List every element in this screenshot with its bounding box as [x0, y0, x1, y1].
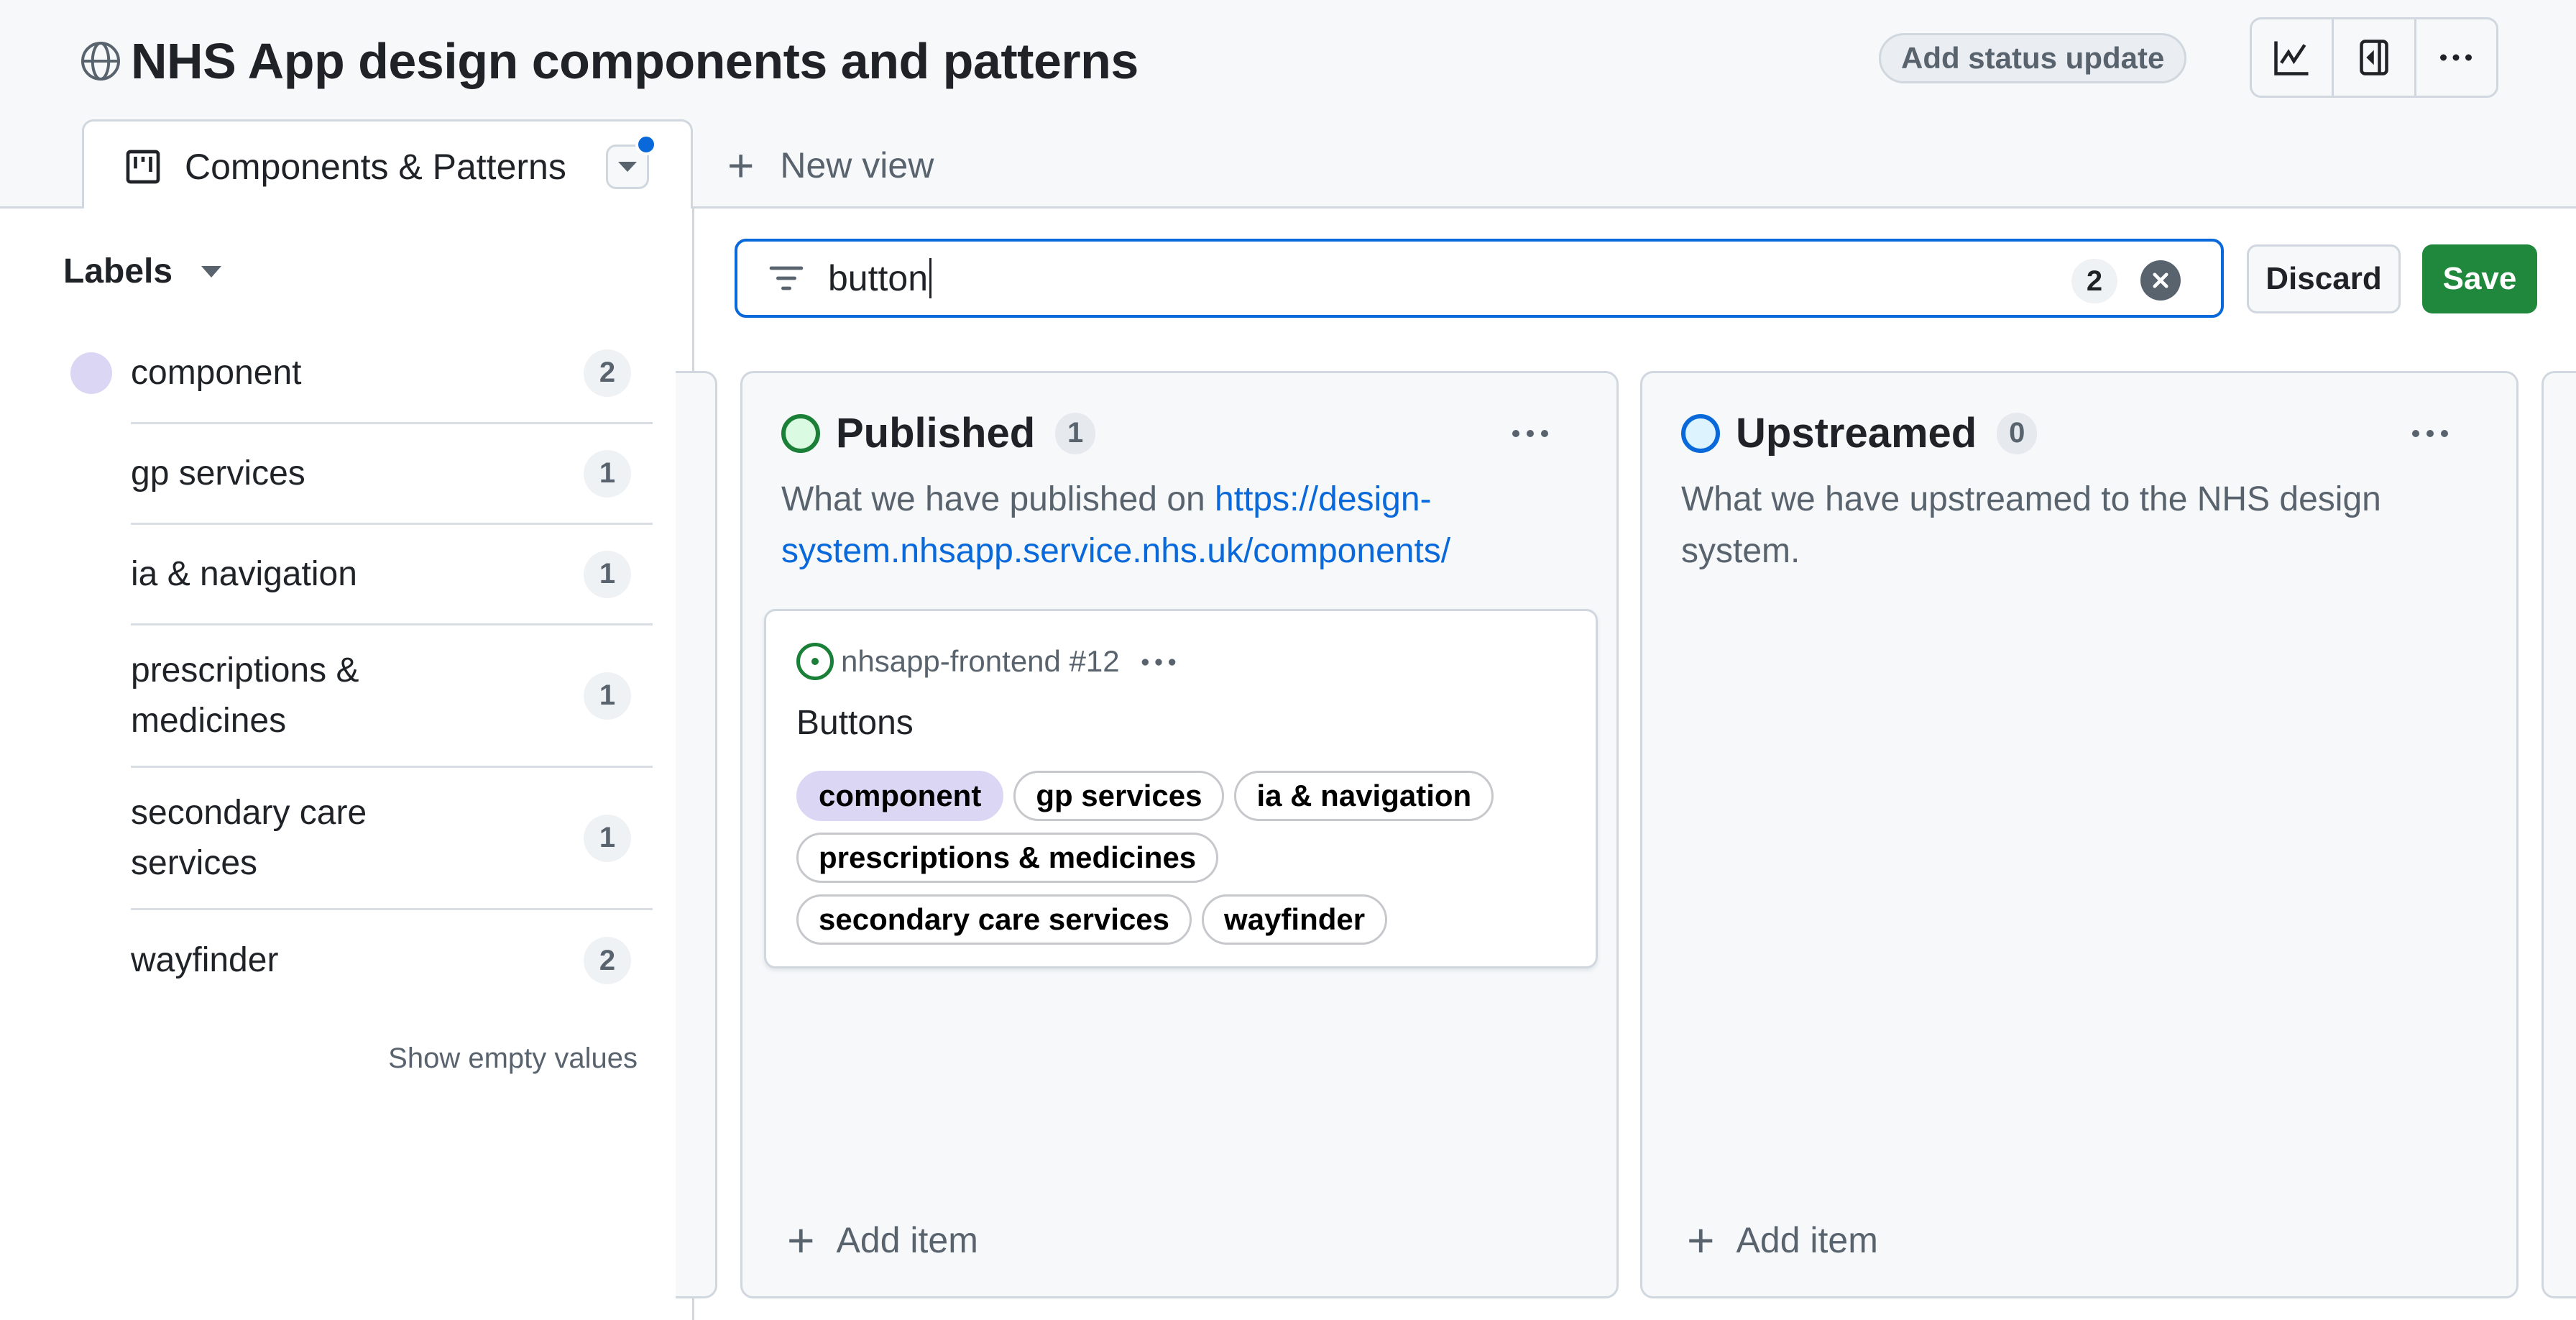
tab-components-patterns[interactable]: Components & Patterns: [82, 119, 693, 211]
label-color-swatch: [70, 352, 112, 394]
header-icon-buttons: [2250, 17, 2498, 98]
plus-icon: +: [787, 1214, 815, 1267]
triangle-down-icon: [201, 265, 222, 278]
sidebar-item-prescriptions-medicines[interactable]: prescriptions & medicines 1: [131, 625, 653, 768]
label-count: 2: [584, 937, 631, 984]
more-options-button[interactable]: [2416, 19, 2496, 96]
slice-by-sidebar: Labels component 2 gp services 1 ia & na…: [0, 208, 694, 1320]
column-description: What we have upstreamed to the NHS desig…: [1681, 480, 2381, 570]
label-count: 1: [584, 550, 631, 598]
board-column-upstreamed: Upstreamed 0 What we have upstreamed to …: [1640, 371, 2518, 1298]
tab-label: Components & Patterns: [185, 146, 566, 187]
sidebar-item-gp-services[interactable]: gp services 1: [131, 424, 653, 525]
filter-input[interactable]: button 2: [735, 239, 2224, 318]
project-board-icon: [126, 150, 160, 183]
label-name: ia & navigation: [131, 554, 357, 593]
description-text: What we have published on: [781, 480, 1215, 518]
label-list: component 2 gp services 1 ia & navigatio…: [70, 324, 653, 1011]
column-header: Published 1: [781, 409, 1096, 457]
add-item-button[interactable]: + Add item: [787, 1213, 978, 1268]
new-view-button[interactable]: + New view: [727, 137, 934, 194]
issue-labels: component gp services ia & navigation pr…: [796, 771, 1573, 945]
kebab-horizontal-icon: [1512, 430, 1548, 437]
kebab-horizontal-icon: [2440, 54, 2472, 61]
project-header: NHS App design components and patterns A…: [0, 0, 2576, 211]
label-count: 2: [584, 349, 631, 397]
label-name: component: [131, 353, 302, 392]
add-status-update-button[interactable]: Add status update: [1879, 33, 2187, 83]
card-meta: nhsapp-frontend #12: [796, 643, 1179, 680]
filter-match-count: 2: [2071, 259, 2117, 303]
add-item-label: Add item: [836, 1220, 978, 1260]
card-menu-button[interactable]: [1138, 646, 1179, 678]
label-count: 1: [584, 814, 631, 862]
project-title: NHS App design components and patterns: [131, 33, 1138, 89]
sidebar-item-ia-navigation[interactable]: ia & navigation 1: [131, 525, 653, 625]
add-item-button[interactable]: + Add item: [1687, 1213, 1878, 1268]
slice-field-label: Labels: [63, 252, 173, 290]
label-count: 1: [584, 449, 631, 498]
published-url-link[interactable]: https://design-system.nhsapp.service.nhs…: [781, 480, 1451, 570]
label-chip-gp-services[interactable]: gp services: [1013, 771, 1225, 821]
x-icon: [2153, 272, 2168, 288]
triangle-down-icon: [618, 162, 637, 172]
issue-reference[interactable]: nhsapp-frontend #12: [841, 644, 1120, 678]
view-options-dropdown[interactable]: [606, 134, 657, 189]
label-chip-secondary-care-services[interactable]: secondary care services: [796, 894, 1192, 945]
label-chip-wayfinder[interactable]: wayfinder: [1202, 894, 1388, 945]
issue-opened-icon: [796, 643, 834, 680]
unsaved-changes-dot: [635, 134, 657, 155]
sidebar-item-component[interactable]: component 2: [70, 324, 653, 424]
discard-button[interactable]: Discard: [2247, 244, 2401, 313]
column-menu-button[interactable]: [1509, 413, 1552, 453]
label-name: gp services: [131, 454, 305, 492]
column-count: 1: [1055, 412, 1096, 454]
slice-field-selector[interactable]: Labels: [63, 252, 222, 291]
issue-title[interactable]: Buttons: [796, 704, 914, 742]
kebab-horizontal-icon: [1141, 658, 1175, 666]
label-chip-prescriptions-medicines[interactable]: prescriptions & medicines: [796, 833, 1219, 883]
column-name: Upstreamed: [1736, 410, 1977, 457]
add-item-label: Add item: [1736, 1220, 1878, 1260]
column-header: Upstreamed 0: [1681, 409, 2038, 457]
label-name: secondary care services: [131, 793, 367, 882]
clear-filter-button[interactable]: [2140, 260, 2181, 301]
plus-icon: +: [1687, 1214, 1715, 1267]
new-view-label: New view: [780, 145, 934, 185]
sidebar-item-secondary-care-services[interactable]: secondary care services 1: [131, 768, 653, 910]
title-row: NHS App design components and patterns: [79, 29, 1138, 93]
board-column-partial-right: [2542, 371, 2576, 1298]
column-description: What we have published on https://design…: [781, 474, 1558, 577]
label-count: 1: [584, 672, 631, 720]
label-chip-ia-navigation[interactable]: ia & navigation: [1234, 771, 1494, 821]
label-name: prescriptions & medicines: [131, 651, 359, 740]
label-name: wayfinder: [131, 941, 279, 979]
status-circle-icon: [781, 413, 820, 453]
show-empty-values-link[interactable]: Show empty values: [388, 1042, 638, 1074]
column-menu-button[interactable]: [2409, 413, 2452, 453]
sidebar-item-wayfinder[interactable]: wayfinder 2: [131, 910, 653, 1011]
toggle-sidebar-button[interactable]: [2334, 19, 2416, 96]
board-column-published: Published 1 What we have published on ht…: [740, 371, 1619, 1298]
status-circle-icon: [1681, 413, 1720, 453]
column-count: 0: [1997, 412, 2038, 454]
kebab-horizontal-icon: [2412, 430, 2448, 437]
board-column-partial-left: [676, 371, 717, 1298]
filter-icon: [769, 266, 804, 290]
graph-icon: [2273, 41, 2309, 75]
filter-query: button: [828, 258, 932, 298]
plus-icon: +: [727, 139, 755, 191]
issue-card[interactable]: nhsapp-frontend #12 Buttons component gp…: [764, 609, 1598, 968]
column-name: Published: [836, 410, 1036, 457]
sidebar-collapse-icon: [2360, 40, 2388, 75]
label-chip-component[interactable]: component: [796, 771, 1004, 821]
save-button[interactable]: Save: [2422, 244, 2537, 313]
globe-icon: [81, 42, 120, 81]
insights-button[interactable]: [2252, 19, 2334, 96]
